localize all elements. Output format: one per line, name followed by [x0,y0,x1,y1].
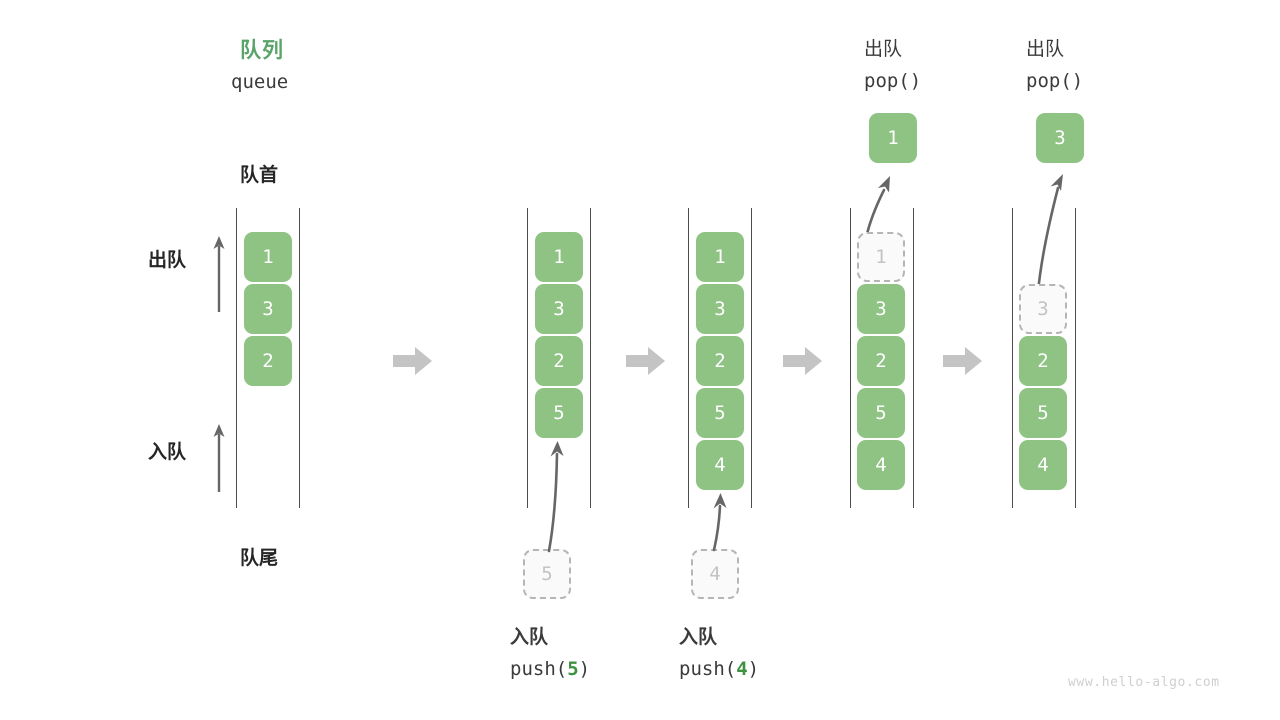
rail-left [850,208,851,508]
queue-cell: 2 [1019,336,1067,386]
queue-cell-ghost: 1 [857,232,905,282]
queue-cell: 5 [1019,388,1067,438]
queue-cell: 3 [696,284,744,334]
rail-right [751,208,752,508]
rail-right [299,208,300,508]
rail-left [1012,208,1013,508]
popped-cell: 1 [869,113,917,163]
queue-cell: 1 [535,232,583,282]
push-caption-code: push(4) [679,658,759,680]
push-arrow-icon [698,490,738,552]
queue-cell: 5 [696,388,744,438]
rail-left [527,208,528,508]
popped-cell: 3 [1036,113,1084,163]
rail-right [1075,208,1076,508]
push-caption-cn: 入队 [510,626,549,648]
dequeue-direction-label: 出队 [148,249,187,271]
queue-cell: 3 [244,284,292,334]
queue-cell: 4 [696,440,744,490]
pop-arrow-icon [852,172,902,240]
queue-cell: 1 [244,232,292,282]
queue-cell: 3 [857,284,905,334]
step-arrow-icon [393,346,433,376]
queue-cell: 4 [1019,440,1067,490]
queue-cell: 3 [535,284,583,334]
pop-header-code: pop() [1026,70,1084,92]
queue-cell: 2 [696,336,744,386]
dequeue-direction-arrow-icon [212,234,226,314]
rail-right [913,208,914,508]
push-caption-code-pre: push( [679,658,737,680]
queue-cell: 4 [857,440,905,490]
queue-cell: 2 [244,336,292,386]
push-caption-code-post: ) [747,658,760,680]
rail-right [590,208,591,508]
pop-header-cn: 出队 [1026,38,1065,60]
push-caption-arg: 4 [736,658,748,680]
step-arrow-icon [783,346,823,376]
watermark: www.hello-algo.com [1068,675,1220,690]
push-caption-arg: 5 [567,658,579,680]
queue-cell-ghost: 3 [1019,284,1067,334]
incoming-ghost-cell: 5 [523,549,571,599]
queue-cell: 5 [857,388,905,438]
pop-header-cn: 出队 [864,38,903,60]
front-label: 队首 [240,164,279,186]
rail-left [688,208,689,508]
push-caption-code: push(5) [510,658,590,680]
pop-arrow-icon [1018,170,1078,295]
step-arrow-icon [626,346,666,376]
push-caption-code-pre: push( [510,658,568,680]
queue-cell: 2 [857,336,905,386]
push-arrow-icon [530,438,580,553]
queue-title-cn: 队列 [240,38,284,62]
queue-title-en: queue [231,71,289,93]
push-caption-cn: 入队 [679,626,718,648]
enqueue-direction-label: 入队 [148,441,187,463]
rail-left [236,208,237,508]
incoming-ghost-cell: 4 [691,549,739,599]
queue-cell: 5 [535,388,583,438]
push-caption-code-post: ) [578,658,591,680]
queue-cell: 2 [535,336,583,386]
rear-label: 队尾 [240,547,279,569]
pop-header-code: pop() [864,70,922,92]
queue-cell: 1 [696,232,744,282]
step-arrow-icon [943,346,983,376]
enqueue-direction-arrow-icon [212,422,226,494]
